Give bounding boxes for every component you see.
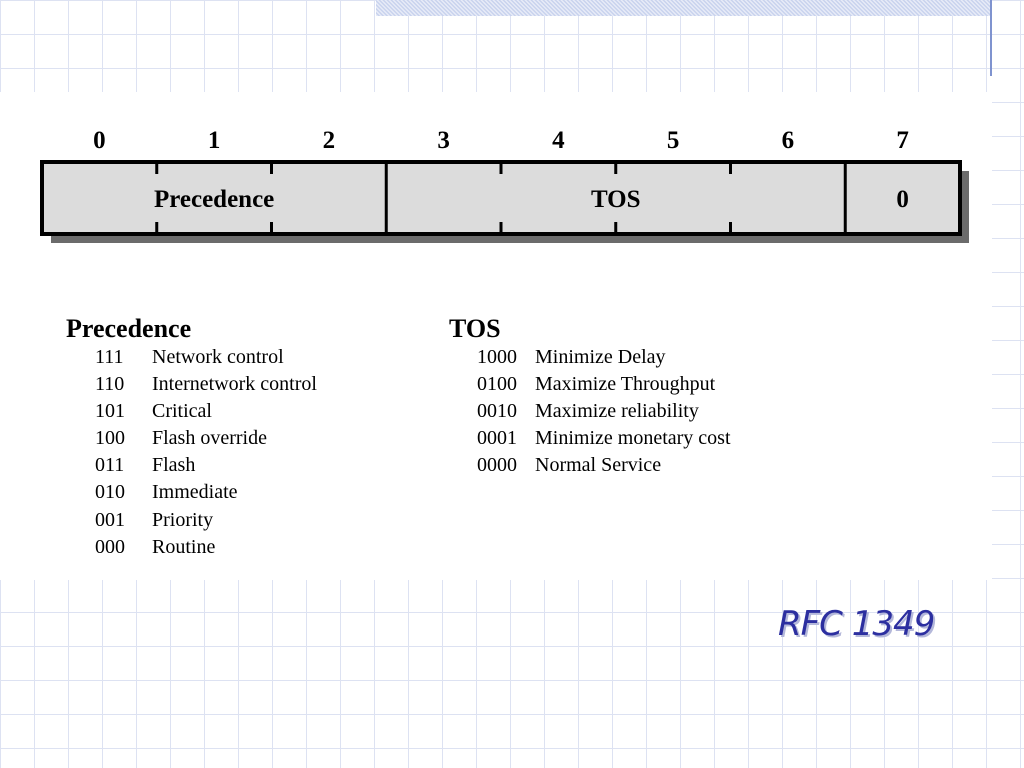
bit-number-label: 7 bbox=[896, 127, 909, 154]
precedence-code: 101 bbox=[95, 400, 125, 423]
precedence-legend-row: 110 Internetwork control bbox=[95, 371, 317, 398]
precedence-legend-row: 101 Critical bbox=[95, 398, 317, 425]
tos-code: 0000 bbox=[477, 454, 517, 477]
bit-number-label: 3 bbox=[437, 127, 450, 154]
field-label: Precedence bbox=[154, 186, 274, 213]
precedence-code: 010 bbox=[95, 481, 125, 504]
tos-meaning: Minimize monetary cost bbox=[535, 427, 731, 450]
precedence-legend-row: 010 Immediate bbox=[95, 479, 317, 506]
field-label: TOS bbox=[591, 186, 641, 213]
tos-legend-row: 1000 Minimize Delay bbox=[477, 344, 731, 371]
precedence-code: 100 bbox=[95, 427, 125, 450]
tos-legend-row: 0000 Normal Service bbox=[477, 452, 731, 479]
bit-numbers: 0 1 2 3 4 5 6 7 bbox=[93, 127, 909, 154]
precedence-legend-row: 111 Network control bbox=[95, 344, 317, 371]
tos-meaning: Minimize Delay bbox=[535, 346, 666, 368]
tos-legend-row: 0010 Maximize reliability bbox=[477, 398, 731, 425]
precedence-meaning: Network control bbox=[152, 346, 284, 368]
tos-code: 1000 bbox=[477, 346, 517, 368]
tos-legend-row: 0001 Minimize monetary cost bbox=[477, 425, 731, 452]
header-accent-rule bbox=[990, 0, 992, 76]
precedence-code: 110 bbox=[95, 373, 125, 396]
tos-meaning: Maximize Throughput bbox=[535, 373, 716, 396]
bit-number-label: 2 bbox=[323, 127, 336, 154]
tos-legend-row: 0100 Maximize Throughput bbox=[477, 371, 731, 398]
precedence-code: 111 bbox=[95, 346, 124, 368]
tos-legend-title: TOS bbox=[449, 314, 501, 343]
bit-number-label: 1 bbox=[208, 127, 221, 154]
tos-meaning: Normal Service bbox=[535, 454, 662, 477]
tos-legend-list: 1000 Minimize Delay 0100 Maximize Throughp… bbox=[449, 344, 731, 479]
bit-number-label: 5 bbox=[667, 127, 680, 154]
precedence-code: 000 bbox=[95, 535, 125, 558]
tos-meaning: Maximize reliability bbox=[535, 400, 699, 423]
tos-code: 0100 bbox=[477, 373, 517, 396]
bit-field-row: Precedence TOS 0 bbox=[40, 160, 969, 243]
precedence-legend: Precedence 111 Network control 110 Interne… bbox=[66, 314, 317, 561]
bit-number-label: 4 bbox=[552, 127, 565, 154]
precedence-meaning: Routine bbox=[152, 535, 216, 558]
precedence-legend-title: Precedence bbox=[66, 314, 192, 343]
precedence-code: 001 bbox=[95, 508, 125, 531]
rfc-caption: RFC 1349 bbox=[778, 604, 935, 644]
precedence-meaning: Immediate bbox=[152, 481, 238, 504]
bit-number-label: 6 bbox=[782, 127, 795, 154]
precedence-legend-list: 111 Network control 110 Internetwork contr… bbox=[66, 344, 317, 561]
tos-legend: TOS 1000 Minimize Delay 0100 Maximize Thro… bbox=[449, 314, 731, 479]
precedence-meaning: Flash override bbox=[152, 427, 267, 450]
field-label: 0 bbox=[896, 186, 909, 213]
precedence-code: 011 bbox=[95, 454, 125, 477]
tos-code: 0010 bbox=[477, 400, 517, 423]
bit-number-label: 0 bbox=[93, 127, 106, 154]
precedence-meaning: Internetwork control bbox=[152, 373, 317, 396]
precedence-meaning: Priority bbox=[152, 508, 214, 531]
tos-code: 0001 bbox=[477, 427, 517, 450]
precedence-meaning: Flash bbox=[152, 454, 196, 477]
precedence-meaning: Critical bbox=[152, 400, 212, 423]
precedence-legend-row: 001 Priority bbox=[95, 507, 317, 534]
precedence-legend-row: 100 Flash override bbox=[95, 425, 317, 452]
precedence-legend-row: 000 Routine bbox=[95, 534, 317, 561]
header-accent-band bbox=[376, 0, 990, 16]
precedence-legend-row: 011 Flash bbox=[95, 452, 317, 479]
